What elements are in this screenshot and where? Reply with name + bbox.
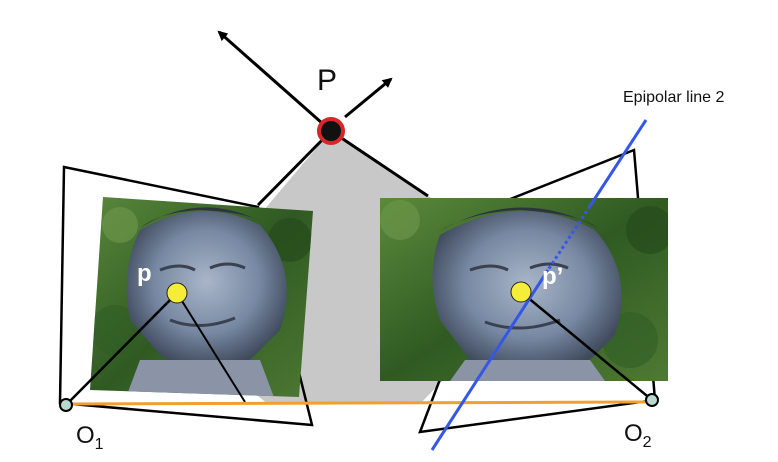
ray-P-left (256, 129, 333, 207)
label-epipolar-line: Epipolar line 2 (623, 89, 725, 106)
left-photo (90, 197, 313, 397)
camera-center-o1 (59, 398, 73, 412)
label-p-prime: p’ (542, 263, 563, 290)
label-P: P (317, 64, 337, 97)
arrow-icon (344, 77, 393, 119)
point-p (166, 282, 188, 304)
label-o1: O1 (76, 422, 104, 453)
baseline (65, 400, 653, 406)
label-o2-letter: O (624, 420, 643, 447)
epipolar-line-solid-upper (588, 119, 648, 207)
camera-center-o2 (645, 393, 659, 407)
point-p-prime (510, 281, 532, 303)
ray-o2-pprime (520, 291, 653, 401)
arrow-icon (217, 30, 332, 133)
label-p: p (137, 260, 152, 287)
epipolar-line-dotted (546, 205, 592, 271)
label-o1-sub: 1 (95, 436, 104, 453)
left-image-plane-outline (58, 165, 314, 427)
point-P (317, 117, 345, 145)
epipolar-line-solid-lower (430, 269, 550, 451)
ray-p-to-P (176, 292, 246, 403)
label-o1-letter: O (76, 422, 95, 449)
label-o2: O2 (624, 420, 652, 451)
label-o2-sub: 2 (643, 434, 652, 451)
ray-P-right (330, 129, 429, 198)
ray-o1-p (65, 292, 178, 406)
